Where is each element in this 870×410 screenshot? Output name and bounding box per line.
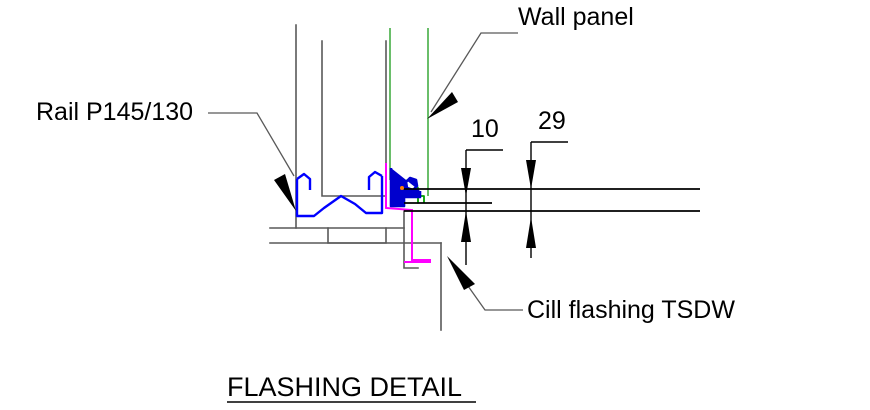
dimension-29-value: 29	[538, 107, 566, 135]
glazing-unit-outline	[321, 40, 387, 197]
sealant-dot	[400, 186, 404, 190]
dimension-10: 10	[461, 115, 503, 265]
dimension-29: 29	[526, 107, 568, 258]
sill-notch	[327, 227, 387, 244]
sub-sill-step	[403, 210, 419, 269]
dimension-10-value: 10	[471, 115, 499, 143]
cill-flashing-profile	[385, 163, 431, 263]
callout-cill-flashing-leader-line	[450, 261, 523, 311]
callout-rail-label: Rail P145/130	[36, 98, 193, 126]
dimension-29-arrowhead-top	[526, 160, 536, 189]
callout-rail-leader-line	[208, 112, 295, 177]
callout-rail-arrowhead	[274, 174, 296, 211]
drawing-title: FLASHING DETAIL	[227, 372, 462, 402]
wall-panel-group	[389, 28, 429, 196]
fixing-bracket	[389, 168, 422, 208]
dimension-10-arrowhead-top	[461, 168, 471, 196]
drawing-title-group: FLASHING DETAIL	[227, 372, 476, 403]
callout-cill-flashing-arrowhead	[447, 256, 475, 290]
callout-wall-panel: Wall panel	[427, 3, 634, 119]
dimension-29-arrowhead-bottom	[526, 217, 536, 248]
dimension-lines-group	[404, 188, 700, 212]
callout-cill-flashing: Cill flashing TSDW	[447, 256, 735, 324]
callout-cill-flashing-label: Cill flashing TSDW	[527, 296, 735, 324]
callout-rail: Rail P145/130	[36, 98, 296, 211]
structure-outline-group	[269, 24, 442, 331]
callout-wall-panel-leader-line	[430, 32, 518, 113]
dimension-10-arrowhead-bottom	[461, 211, 471, 242]
callout-wall-panel-arrowhead	[427, 92, 458, 119]
callout-wall-panel-label: Wall panel	[518, 3, 634, 31]
rail-profile	[295, 170, 384, 218]
